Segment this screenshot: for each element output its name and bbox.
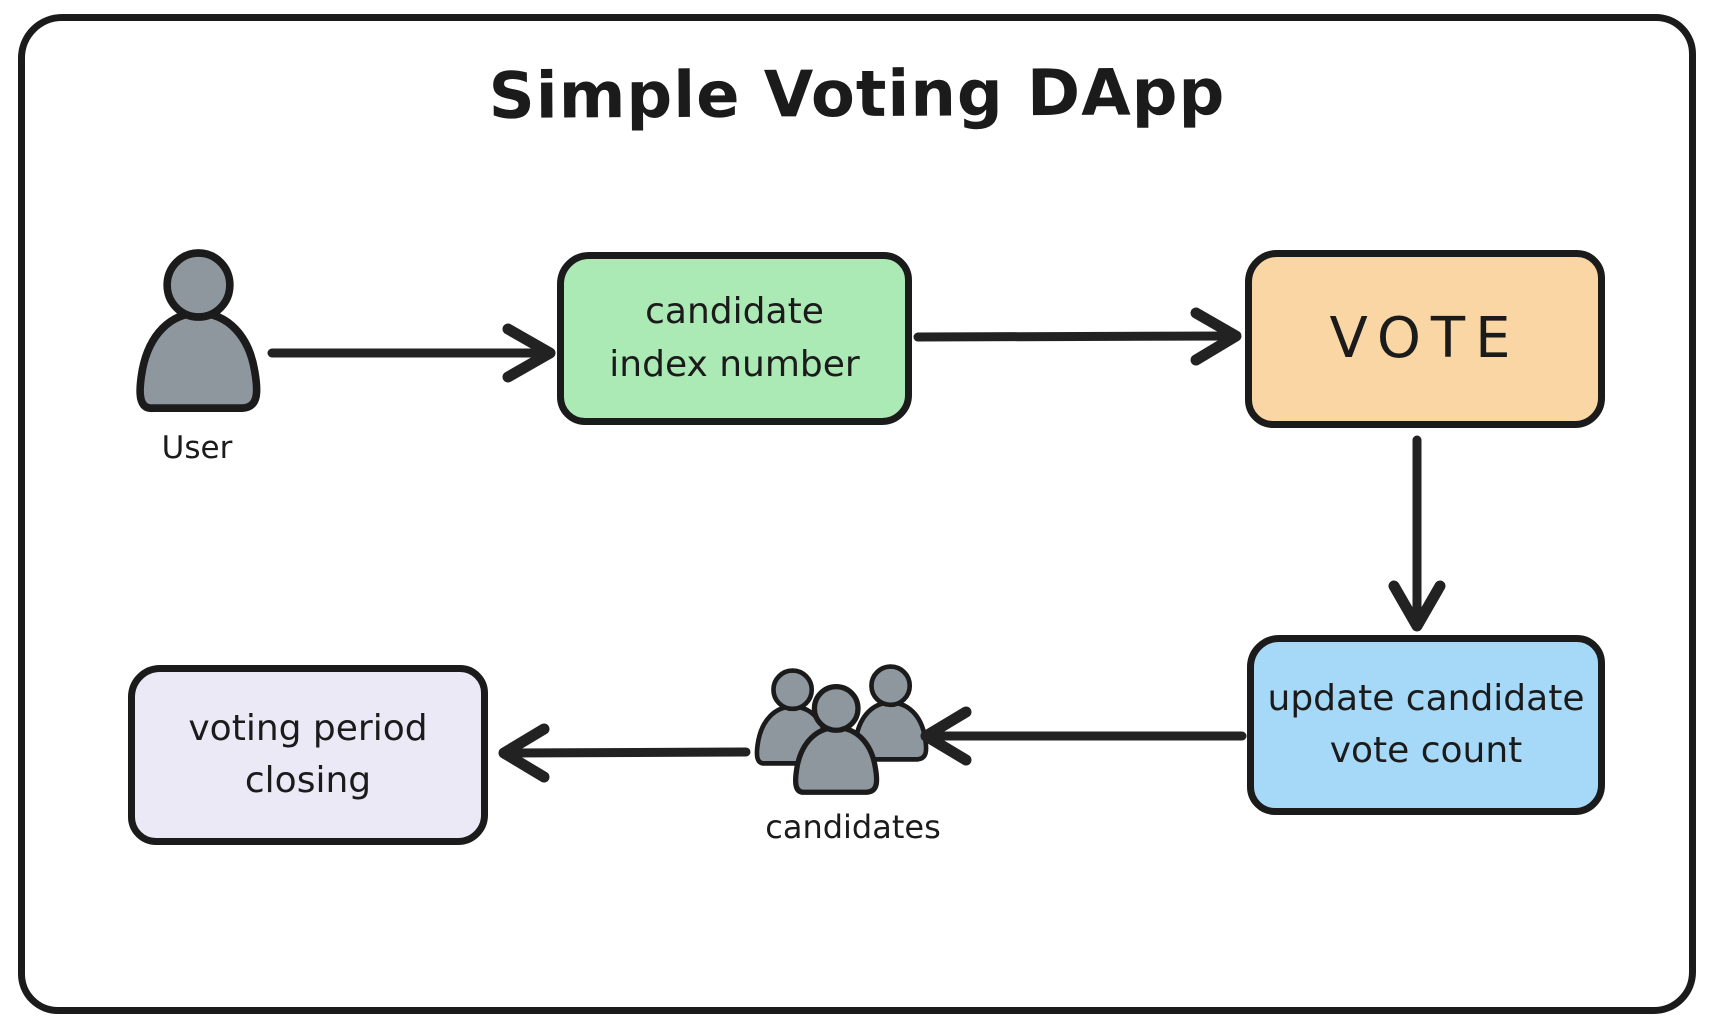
node-candidate-index-number: candidate index number [557,252,912,425]
diagram-title: Simple Voting DApp [488,56,1226,134]
diagram-outer-frame [18,14,1696,1014]
node-update-candidate-vote-count: update candidate vote count [1247,635,1605,815]
node-voting-period-label: voting period closing [188,707,428,801]
node-candidate-index-label: candidate index number [609,291,860,385]
user-label: User [161,430,233,466]
node-vote-label: VOTE [1329,306,1521,372]
node-vote: VOTE [1245,250,1605,428]
candidates-label: candidates [765,808,941,846]
node-update-count-label: update candidate vote count [1267,677,1585,771]
node-voting-period-closing: voting period closing [128,665,488,845]
